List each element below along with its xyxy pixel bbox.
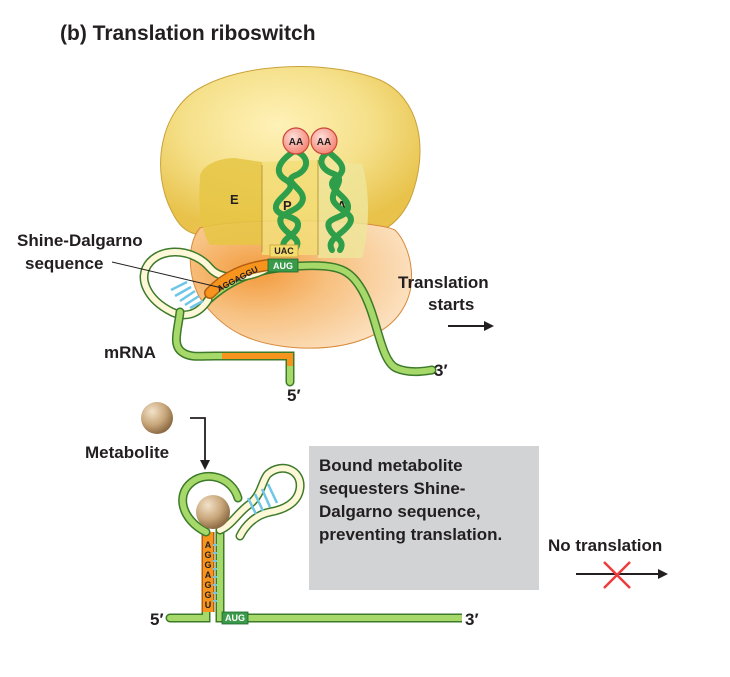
bottom-sd-letter: G	[204, 580, 211, 590]
bottom-5prime-strand	[167, 537, 209, 621]
three-prime-bottom-label: 3′	[465, 610, 479, 629]
mrna-5prime-tail	[173, 309, 293, 385]
bottom-3prime-strand	[217, 530, 462, 621]
bottom-start-codon-label: AUG	[225, 613, 245, 623]
p-site-label: P	[283, 198, 292, 213]
metabolite-label: Metabolite	[85, 443, 169, 462]
amino-acid-1-label: AA	[289, 137, 303, 148]
amino-acid-1	[282, 127, 310, 155]
bottom-loop-left	[179, 473, 241, 535]
note-box: Bound metabolite sequesters Shine-Dalgar…	[309, 446, 539, 590]
a-site-label: A	[337, 198, 347, 213]
no-translation-label: No translation	[548, 536, 662, 555]
metabolite-ball	[141, 402, 173, 434]
amino-acid-2-label: AA	[317, 137, 331, 148]
mrna-bottom: A G G A G G U AUG	[165, 463, 462, 625]
mrna-label: mRNA	[104, 343, 156, 362]
three-prime-top-label: 3′	[434, 361, 448, 380]
bottom-loop-right	[217, 465, 304, 539]
shine-dalgarno-segment	[205, 260, 273, 298]
start-codon-label: AUG	[273, 261, 293, 271]
bound-metabolite	[196, 495, 230, 529]
p-site-chamber	[262, 160, 318, 255]
bottom-sd-letter: A	[205, 540, 212, 550]
hairpin-base-pairs	[170, 280, 204, 310]
five-prime-bottom-label: 5′	[150, 610, 164, 629]
amino-acid-2	[310, 127, 338, 155]
bottom-stem-base-pairs	[213, 544, 217, 602]
bottom-hairpin-base-pairs	[246, 483, 279, 515]
shine-dalgarno-pointer	[111, 261, 223, 289]
start-codon-box	[267, 258, 299, 273]
bottom-sd-letter: G	[204, 590, 211, 600]
bottom-start-codon-box	[221, 611, 249, 625]
bottom-sd-letter: G	[204, 560, 211, 570]
translation-starts-label-2: starts	[428, 295, 474, 314]
shine-dalgarno-label-1: Shine-Dalgarno	[17, 231, 143, 250]
bottom-sd-letter: A	[205, 570, 212, 580]
e-site-label: E	[230, 192, 239, 207]
trna-p	[273, 147, 310, 251]
anticodon-box	[269, 244, 299, 258]
anticodon-label: UAC	[274, 246, 294, 256]
note-text: Bound metabolite sequesters Shine-Dalgar…	[319, 456, 503, 544]
shine-dalgarno-label-2: sequence	[25, 254, 103, 273]
metabolite-arrow	[190, 417, 210, 470]
bottom-sd-letter: G	[204, 550, 211, 560]
bottom-sd-letter: U	[205, 600, 212, 610]
trna-a	[318, 147, 354, 253]
e-site-chamber	[199, 158, 262, 245]
five-prime-top-label: 5′	[287, 386, 301, 405]
block-x-icon	[603, 561, 631, 589]
mrna-5prime-orange	[222, 353, 293, 366]
ribosome: E P A AA AA UAC	[160, 66, 421, 349]
figure-title: (b) Translation riboswitch	[60, 22, 316, 45]
translation-starts-label-1: Translation	[398, 273, 489, 292]
